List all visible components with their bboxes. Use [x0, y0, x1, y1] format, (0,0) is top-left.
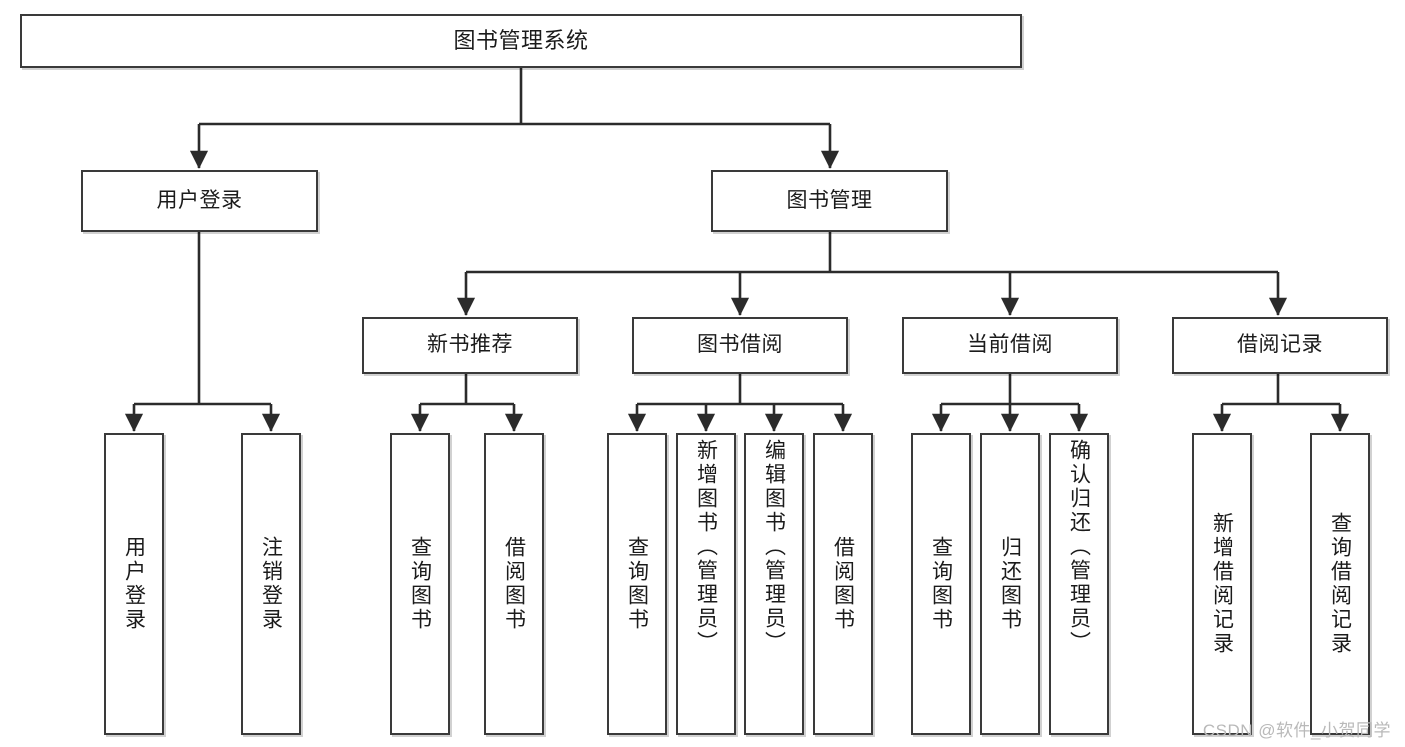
- leaf-query-books-current[interactable]: 查询图书: [911, 433, 971, 735]
- node-user-login[interactable]: 用户登录: [81, 170, 318, 232]
- node-current-borrowing[interactable]: 当前借阅: [902, 317, 1118, 374]
- node-label: 图书借阅: [697, 333, 783, 357]
- leaf-label: 查询图书: [625, 536, 649, 632]
- leaf-label: 查询图书: [408, 536, 432, 632]
- node-label: 图书管理系统: [453, 28, 589, 54]
- leaf-add-borrow-record[interactable]: 新增借阅记录: [1192, 433, 1252, 735]
- leaf-label: 借阅图书: [502, 536, 526, 632]
- node-label: 借阅记录: [1237, 333, 1323, 357]
- leaf-label: 新增图书（管理员）: [694, 439, 718, 655]
- node-book-management-system[interactable]: 图书管理系统: [20, 14, 1022, 68]
- leaf-edit-book-admin[interactable]: 编辑图书（管理员）: [744, 433, 804, 735]
- leaf-borrow-books-recommend[interactable]: 借阅图书: [484, 433, 544, 735]
- leaf-query-books-recommend[interactable]: 查询图书: [390, 433, 450, 735]
- leaf-label: 查询图书: [929, 536, 953, 632]
- node-label: 新书推荐: [427, 333, 513, 357]
- leaf-confirm-return-admin[interactable]: 确认归还（管理员）: [1049, 433, 1109, 735]
- leaf-label: 注销登录: [259, 536, 283, 632]
- node-label: 当前借阅: [967, 333, 1053, 357]
- leaf-label: 归还图书: [998, 536, 1022, 632]
- leaf-label: 编辑图书（管理员）: [762, 439, 786, 655]
- leaf-return-books[interactable]: 归还图书: [980, 433, 1040, 735]
- node-new-book-recommendation[interactable]: 新书推荐: [362, 317, 578, 374]
- leaf-query-borrow-record[interactable]: 查询借阅记录: [1310, 433, 1370, 735]
- leaf-user-login[interactable]: 用户登录: [104, 433, 164, 735]
- leaf-label: 用户登录: [122, 536, 146, 632]
- node-book-management[interactable]: 图书管理: [711, 170, 948, 232]
- leaf-borrow-books[interactable]: 借阅图书: [813, 433, 873, 735]
- leaf-label: 确认归还（管理员）: [1067, 439, 1091, 655]
- node-label: 图书管理: [786, 188, 873, 212]
- node-label: 用户登录: [156, 188, 243, 212]
- leaf-add-book-admin[interactable]: 新增图书（管理员）: [676, 433, 736, 735]
- watermark-text: CSDN @软件_小贺同学: [1202, 721, 1391, 740]
- leaf-query-books-borrow[interactable]: 查询图书: [607, 433, 667, 735]
- leaf-label: 查询借阅记录: [1328, 512, 1352, 656]
- node-borrow-records[interactable]: 借阅记录: [1172, 317, 1388, 374]
- leaf-logout[interactable]: 注销登录: [241, 433, 301, 735]
- node-book-borrowing[interactable]: 图书借阅: [632, 317, 848, 374]
- leaf-label: 借阅图书: [831, 536, 855, 632]
- leaf-label: 新增借阅记录: [1210, 512, 1234, 656]
